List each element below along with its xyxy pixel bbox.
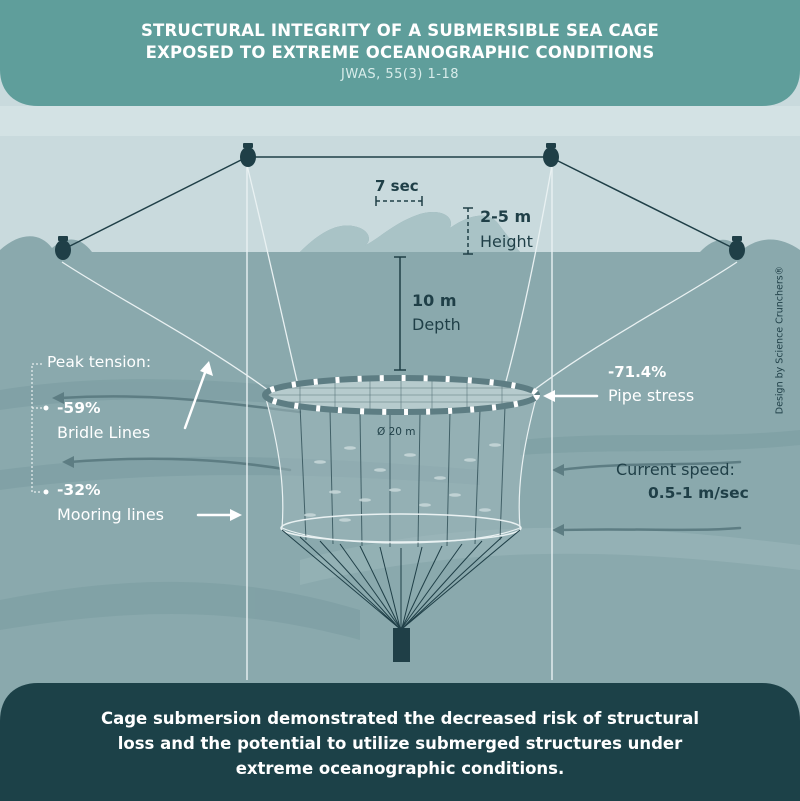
pointer-arrowheads bbox=[200, 361, 555, 521]
wave-height-label: Height bbox=[480, 232, 533, 251]
current-speed-label: Current speed: bbox=[616, 460, 735, 479]
header: STRUCTURAL INTEGRITY OF A SUBMERSIBLE SE… bbox=[0, 0, 800, 106]
buoy-center-left bbox=[240, 143, 256, 167]
wave-crest bbox=[300, 211, 520, 252]
surface-lines bbox=[61, 156, 738, 251]
footer-line-1: Cage submersion demonstrated the decreas… bbox=[101, 709, 699, 728]
current-speed-value: 0.5-1 m/sec bbox=[648, 484, 749, 502]
footer-conclusion: Cage submersion demonstrated the decreas… bbox=[40, 706, 760, 781]
buoy-left bbox=[55, 236, 71, 260]
wave-height-value: 2-5 m bbox=[480, 207, 532, 226]
sinker-weight bbox=[393, 628, 410, 662]
wave-height-indicator bbox=[463, 207, 473, 255]
depth-indicator bbox=[394, 256, 406, 371]
buoy-center-right bbox=[543, 143, 559, 167]
wave-period-indicator bbox=[375, 196, 423, 206]
title-line-1: STRUCTURAL INTEGRITY OF A SUBMERSIBLE SE… bbox=[140, 21, 660, 40]
bridle-lines-value: -59% bbox=[57, 399, 101, 417]
title-line-2: EXPOSED TO EXTREME OCEANOGRAPHIC CONDITI… bbox=[145, 43, 655, 62]
bridle-lines-label: Bridle Lines bbox=[57, 423, 151, 442]
depth-value: 10 m bbox=[412, 291, 457, 310]
design-credit: Design by Science Crunchers® bbox=[774, 265, 786, 415]
tension-bullets bbox=[43, 405, 49, 495]
cage-diameter-label: Ø 20 m bbox=[377, 426, 416, 438]
cage-net-verticals bbox=[299, 404, 506, 548]
cage-bottom-ring bbox=[280, 513, 522, 543]
header-banner bbox=[0, 0, 800, 106]
citation: JWAS, 55(3) 1-18 bbox=[341, 67, 459, 82]
pipe-stress-label: Pipe stress bbox=[608, 386, 695, 405]
sky-band bbox=[0, 106, 800, 136]
peak-tension-heading: Peak tension: bbox=[47, 353, 152, 371]
tension-bracket bbox=[31, 363, 42, 493]
cage-ring-floats bbox=[262, 375, 540, 415]
pointer-arrows bbox=[183, 368, 599, 517]
wave-period-label: 7 sec bbox=[375, 177, 419, 195]
sinker-lines bbox=[281, 529, 521, 629]
mooring-lines bbox=[246, 165, 553, 680]
footer-banner bbox=[0, 683, 800, 801]
cage-lid-grid bbox=[268, 378, 534, 412]
mooring-lines-value: -32% bbox=[57, 481, 101, 499]
footer-line-3: extreme oceanographic conditions. bbox=[235, 759, 565, 778]
bridle-lines bbox=[61, 164, 738, 394]
mooring-lines-label: Mooring lines bbox=[57, 505, 164, 524]
current-arrowheads bbox=[52, 392, 564, 536]
buoy-right bbox=[729, 236, 745, 260]
cage bbox=[262, 375, 540, 662]
cage-net bbox=[264, 394, 538, 544]
footer-line-2: loss and the potential to utilize submer… bbox=[117, 734, 683, 753]
fish-school bbox=[304, 443, 501, 522]
buoys bbox=[55, 143, 745, 260]
depth-label: Depth bbox=[412, 315, 461, 334]
pipe-stress-value: -71.4% bbox=[608, 363, 667, 381]
